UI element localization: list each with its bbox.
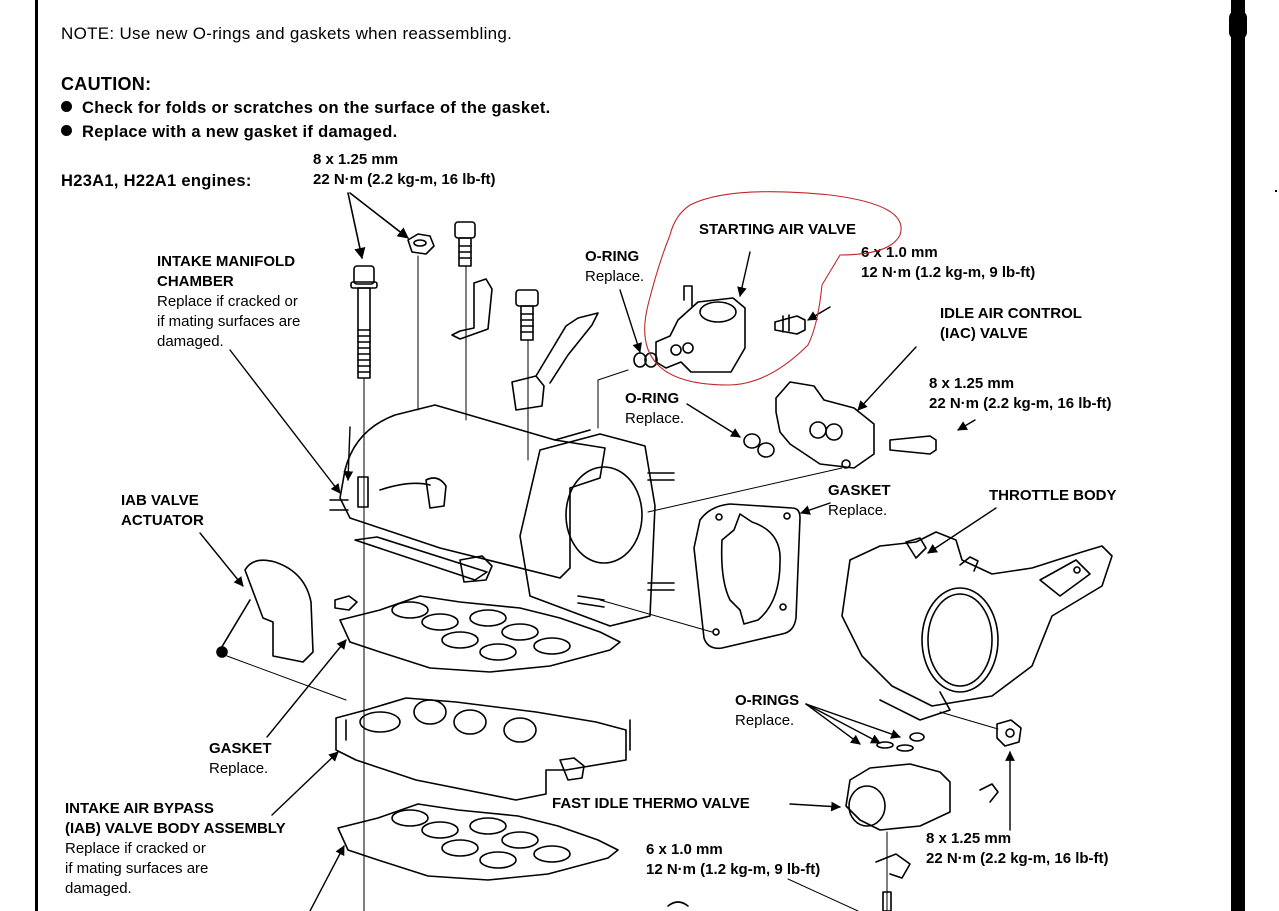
long-bolt-icon [350,265,378,911]
flange-nut-icon [407,233,435,411]
label-oring-starting-valve: O-RING Replace. [585,248,645,285]
label-oring-iac: O-RING Replace. [625,390,685,427]
starting-air-valve-part [597,251,831,429]
throttle-gasket-part [599,502,831,650]
note-text: NOTE: Use new O-rings and gaskets when r… [61,24,513,43]
label-gasket-throttle: GASKET Replace. [828,482,891,519]
label-intake-manifold-chamber: INTAKE MANIFOLD CHAMBER Replace if crack… [157,253,301,350]
label-fast-idle-thermo-valve: FAST IDLE THERMO VALVE [552,795,750,812]
iab-valve-actuator-part [199,532,358,701]
label-iac-valve: IDLE AIR CONTROL (IAC) VALVE [940,305,1082,342]
bracket-icon [451,278,493,340]
annotation-circle [644,191,902,386]
bullet-icon [61,101,72,113]
label-orings-fast-idle: O-RINGS Replace. [735,692,800,729]
throttle-body-part [841,507,1113,721]
fast-idle-nut-icon [939,711,1022,831]
iab-upper-gasket-part [266,595,621,738]
caution-item: Replace with a new gasket if damaged. [61,122,398,142]
caution-item: Check for folds or scratches on the surf… [61,98,551,118]
torque-spec-iac: 8 x 1.25 mm 22 N·m (2.2 kg-m, 16 lb-ft) [929,375,1112,412]
iab-body-assembly-part [271,697,631,816]
bolt-bracket-icon [511,289,599,461]
bullet-icon [61,125,72,137]
torque-spec-top: 8 x 1.25 mm 22 N·m (2.2 kg-m, 16 lb-ft) [313,151,496,188]
torque-spec-fast-idle-bolt: 6 x 1.0 mm 12 N·m (1.2 kg-m, 9 lb-ft) [646,841,821,878]
label-iab-body-assembly: INTAKE AIR BYPASS (IAB) VALVE BODY ASSEM… [65,800,286,897]
page-border-left [35,0,38,911]
torque-spec-starting-valve: 6 x 1.0 mm 12 N·m (1.2 kg-m, 9 lb-ft) [861,244,1036,281]
fast-idle-orings-part [805,703,925,752]
short-bolt-icon [454,221,476,421]
label-gasket-iab: GASKET Replace. [209,740,272,777]
fast-idle-thermo-valve-part [787,763,999,911]
label-starting-air-valve: STARTING AIR VALVE [699,221,856,238]
torque-spec-fast-idle-nut: 8 x 1.25 mm 22 N·m (2.2 kg-m, 16 lb-ft) [926,830,1109,867]
scan-speck [1275,190,1277,192]
intake-manifold-chamber-part [229,349,675,627]
iab-lower-gasket-part [309,803,689,911]
iac-valve-part [647,346,976,513]
label-throttle-body: THROTTLE BODY [989,487,1117,504]
page-border-right [1229,0,1247,911]
engines-label: H23A1, H22A1 engines: [61,172,252,190]
label-iab-actuator: IAB VALVE ACTUATOR [121,492,204,529]
leader-arrows-top-spec [347,192,409,260]
caution-title: CAUTION: [61,74,152,94]
